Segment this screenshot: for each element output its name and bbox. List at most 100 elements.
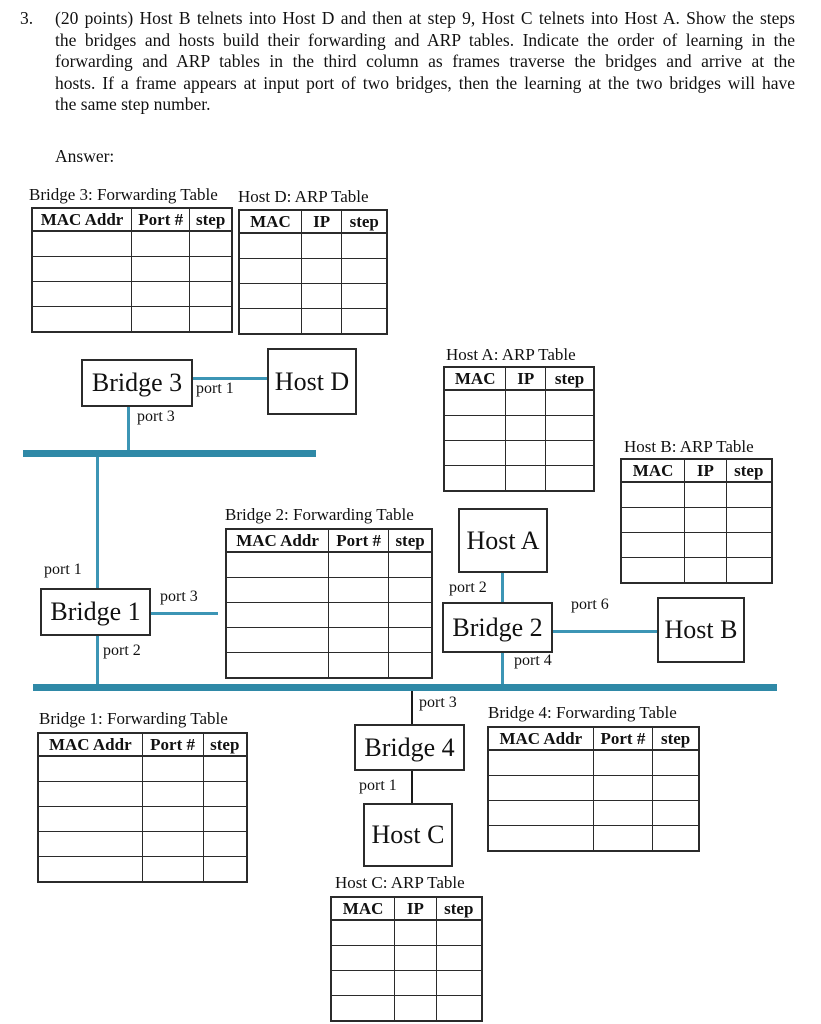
bridge4-forwarding-table-title: Bridge 4: Forwarding Table	[488, 703, 677, 722]
empty-cell	[131, 281, 191, 307]
table-row	[31, 281, 233, 307]
empty-cell	[330, 995, 396, 1022]
empty-cell	[592, 825, 654, 852]
empty-cell	[31, 306, 133, 333]
empty-cell	[684, 532, 727, 558]
table-row	[225, 627, 433, 653]
bridge1-port3-stub-link	[151, 612, 218, 615]
column-header: step	[725, 458, 773, 483]
column-header: MAC	[443, 366, 507, 391]
empty-cell	[300, 308, 343, 335]
empty-cell	[202, 856, 248, 883]
column-header: MAC	[238, 209, 302, 234]
node-host-b: Host B	[657, 597, 745, 663]
table-row	[330, 945, 483, 971]
column-header: step	[202, 732, 248, 757]
upper-bus-to-bridge1-link	[96, 456, 99, 588]
bridge2-forwarding-table-title: Bridge 2: Forwarding Table	[225, 505, 414, 524]
empty-cell	[189, 306, 233, 333]
empty-cell	[202, 755, 248, 782]
node-bridge-1: Bridge 1	[40, 588, 151, 636]
hostb-arp-table: MAC IP step	[620, 458, 773, 584]
column-header: MAC Addr	[37, 732, 143, 757]
port-label-bridge1-port3: port 3	[160, 588, 198, 605]
empty-cell	[592, 749, 654, 776]
empty-cell	[652, 825, 700, 852]
empty-cell	[592, 775, 654, 801]
empty-cell	[238, 258, 302, 284]
table-row	[620, 507, 773, 533]
empty-cell	[394, 995, 437, 1022]
port-label-bridge4-port3: port 3	[419, 694, 457, 711]
column-header: IP	[394, 896, 437, 921]
empty-cell	[225, 627, 330, 653]
empty-cell	[435, 970, 483, 996]
empty-cell	[443, 389, 507, 416]
empty-cell	[394, 970, 437, 996]
empty-cell	[684, 481, 727, 508]
table-row	[37, 831, 248, 857]
upper-bus	[23, 450, 316, 457]
port-label-bridge2-port4: port 4	[514, 652, 552, 669]
bridge1-forwarding-table-title: Bridge 1: Forwarding Table	[39, 709, 228, 728]
empty-cell	[189, 230, 233, 257]
bridge2-to-lower-bus-link	[501, 653, 504, 685]
empty-cell	[505, 465, 547, 492]
node-host-a: Host A	[458, 508, 548, 573]
table-row	[225, 652, 433, 679]
port-label-bridge3-port3: port 3	[137, 408, 175, 425]
bridge4-forwarding-table: MAC Addr Port # step	[487, 726, 700, 852]
bridge1-forwarding-table: MAC Addr Port # step	[37, 732, 248, 883]
column-header: step	[435, 896, 483, 921]
table-row	[238, 258, 388, 284]
table-row	[225, 602, 433, 628]
table-row	[443, 465, 595, 492]
empty-cell	[684, 507, 727, 533]
empty-cell	[620, 481, 686, 508]
question-text: (20 points) Host B telnets into Host D a…	[55, 8, 795, 116]
empty-cell	[592, 800, 654, 826]
empty-cell	[225, 577, 330, 603]
column-header: Port #	[592, 726, 654, 751]
empty-cell	[330, 970, 396, 996]
node-host-c: Host C	[363, 803, 453, 867]
bridge3-to-upper-bus-link	[127, 407, 130, 451]
bridge1-to-lower-bus-link	[96, 636, 99, 685]
port-label-bridge3-port1: port 1	[196, 380, 234, 397]
column-header: MAC Addr	[31, 207, 133, 232]
table-row	[37, 755, 248, 782]
column-header: MAC	[330, 896, 396, 921]
table-row	[330, 919, 483, 946]
empty-cell	[487, 749, 594, 776]
empty-cell	[545, 389, 595, 416]
empty-cell	[388, 652, 433, 679]
table-row	[620, 481, 773, 508]
table-row	[238, 232, 388, 259]
empty-cell	[238, 283, 302, 309]
table-row	[238, 283, 388, 309]
empty-cell	[505, 389, 547, 416]
empty-cell	[545, 465, 595, 492]
lower-bus-to-bridge4-link	[411, 691, 413, 724]
column-header: Port #	[141, 732, 204, 757]
hosta-arp-table: MAC IP step	[443, 366, 595, 492]
empty-cell	[388, 627, 433, 653]
column-header: MAC Addr	[487, 726, 594, 751]
empty-cell	[487, 825, 594, 852]
empty-cell	[131, 230, 191, 257]
table-row	[37, 856, 248, 883]
bridge2-to-hostb-link	[553, 630, 657, 633]
table-row	[225, 577, 433, 603]
empty-cell	[435, 945, 483, 971]
empty-cell	[725, 532, 773, 558]
empty-cell	[443, 465, 507, 492]
column-header: Port #	[131, 207, 191, 232]
port-label-bridge2-port2: port 2	[449, 579, 487, 596]
empty-cell	[141, 806, 204, 832]
column-header: IP	[505, 366, 547, 391]
empty-cell	[300, 232, 343, 259]
table-row	[443, 440, 595, 466]
empty-cell	[394, 945, 437, 971]
table-row	[238, 308, 388, 335]
table-row	[37, 806, 248, 832]
